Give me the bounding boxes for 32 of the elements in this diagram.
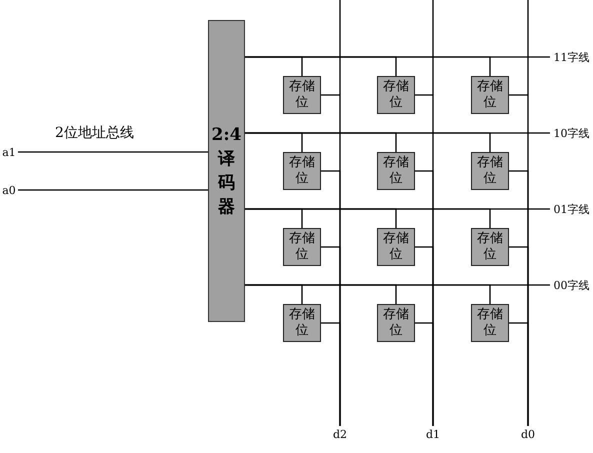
- connector-line: [18, 151, 208, 153]
- connector-line: [245, 56, 550, 58]
- storage-cell: 存储位: [283, 76, 321, 114]
- storage-cell: 存储位: [471, 152, 509, 190]
- connector-line: [509, 322, 529, 426]
- word-line-label: 01字线: [550, 200, 593, 218]
- connector-line: [245, 132, 550, 134]
- signal-name: a1: [0, 144, 18, 160]
- storage-cell: 存储位: [283, 228, 321, 266]
- storage-cell: 存储位: [377, 152, 415, 190]
- word-line-label: 10字线: [550, 124, 593, 142]
- storage-cell: 存储位: [283, 304, 321, 342]
- signal-name: a0: [0, 182, 18, 198]
- bit-line-label: d2: [330, 426, 350, 442]
- word-line-label: 11字线: [550, 48, 593, 66]
- storage-cell: 存储位: [377, 76, 415, 114]
- connector-line: [245, 284, 550, 286]
- bus-label: 2位地址总线: [55, 124, 134, 142]
- connector-line: [321, 322, 341, 426]
- storage-cell: 存储位: [471, 228, 509, 266]
- storage-cell: 存储位: [283, 152, 321, 190]
- connector-line: [245, 208, 550, 210]
- storage-cell: 存储位: [377, 228, 415, 266]
- storage-cell: 存储位: [377, 304, 415, 342]
- storage-cell: 存储位: [471, 304, 509, 342]
- connector-line: [18, 189, 208, 191]
- connector-line: [415, 322, 434, 426]
- bit-line-label: d0: [518, 426, 538, 442]
- decoder-block: 2:4译码器: [208, 20, 245, 322]
- word-line-label: 00字线: [550, 276, 593, 294]
- bit-line-label: d1: [423, 426, 443, 442]
- storage-cell: 存储位: [471, 76, 509, 114]
